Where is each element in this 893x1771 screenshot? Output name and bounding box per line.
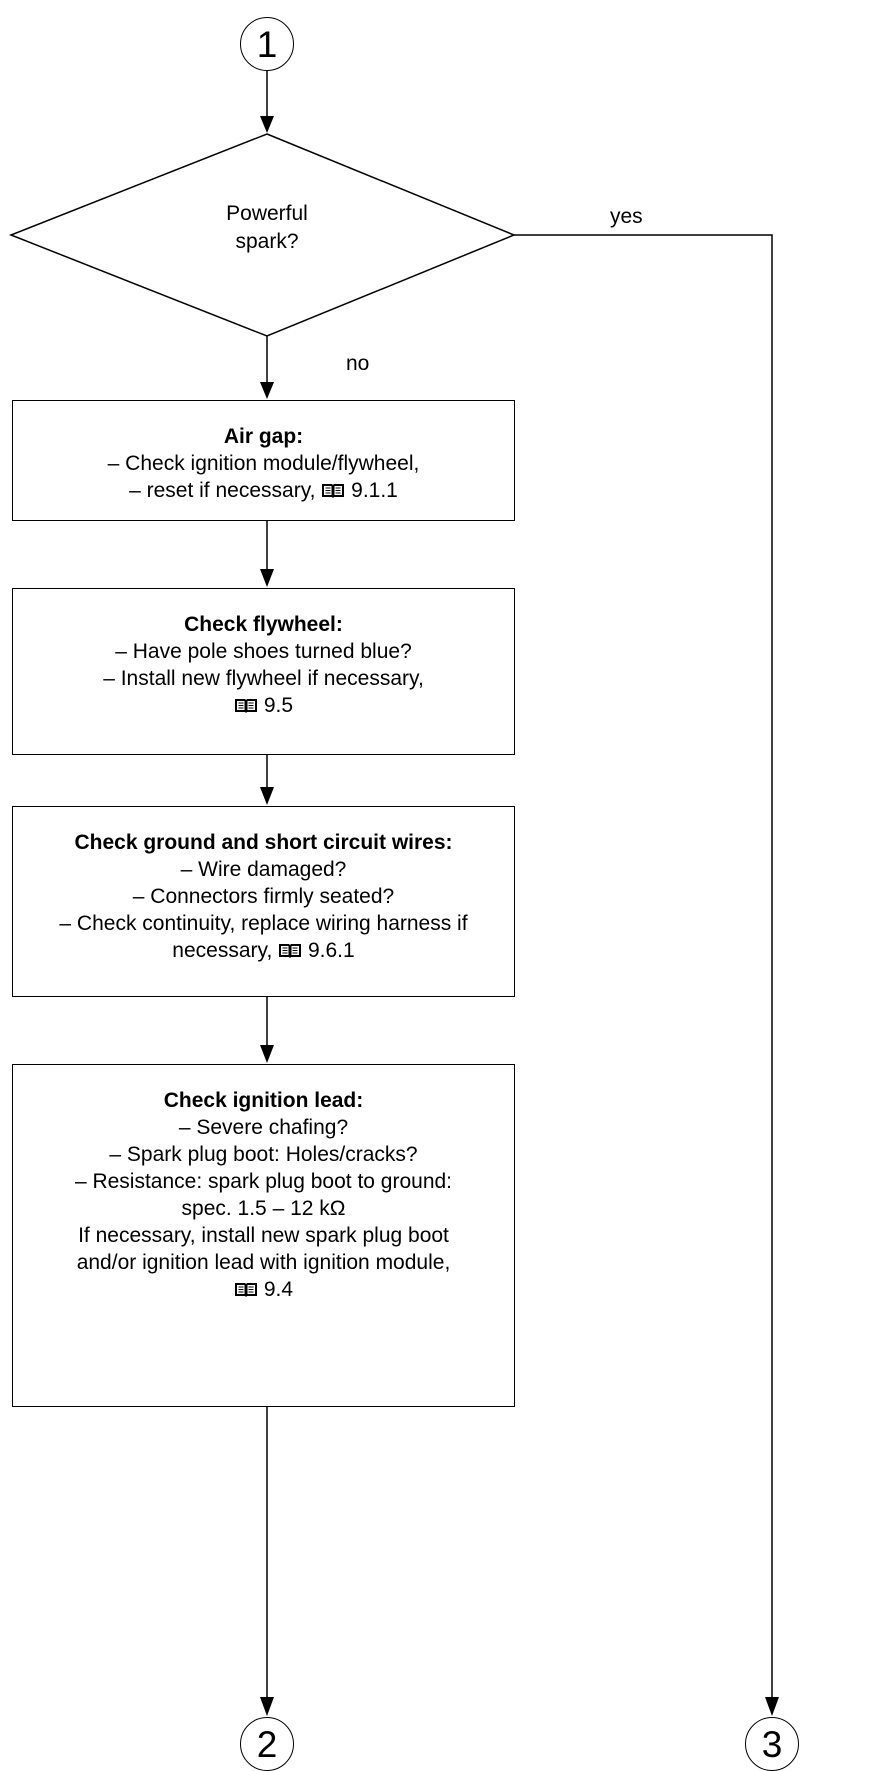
- step-line: 9.4: [13, 1276, 514, 1303]
- manual-book-icon: [279, 944, 302, 958]
- step-line: – Have pole shoes turned blue?: [115, 640, 412, 663]
- step-line: – Install new flywheel if necessary,: [103, 667, 424, 690]
- step-line: – Connectors firmly seated?: [132, 885, 395, 908]
- manual-reference: 9.1.1: [351, 479, 398, 502]
- manual-book-icon: [234, 699, 257, 713]
- arrow-head: [260, 1697, 274, 1716]
- step-line: 9.5: [13, 692, 514, 719]
- step-line: – Check ignition module/flywheel,: [107, 452, 420, 475]
- manual-reference: 9.4: [263, 1278, 294, 1301]
- step-line: – reset if necessary, 9.1.1: [129, 479, 398, 502]
- no-label: no: [346, 352, 370, 375]
- connector-circle-2: 2: [240, 1717, 294, 1771]
- manual-reference: 9.6.1: [307, 939, 355, 962]
- step-box-ignition-lead: Check ignition lead: – Severe chafing? –…: [12, 1064, 515, 1407]
- step-line: spec. 1.5 – 12 kΩ: [181, 1197, 346, 1220]
- step-box-air-gap: Air gap: – Check ignition module/flywhee…: [12, 400, 515, 521]
- arrow-head: [260, 787, 274, 805]
- step-line: and/or ignition lead with ignition modul…: [76, 1251, 451, 1274]
- manual-reference: 9.5: [263, 694, 294, 717]
- arrow-head: [260, 382, 274, 399]
- step-box-ground-wires: Check ground and short circuit wires: – …: [12, 806, 515, 997]
- step-line: If necessary, install new spark plug boo…: [78, 1224, 449, 1247]
- yes-label: yes: [610, 205, 643, 228]
- step-title: Air gap:: [223, 425, 304, 448]
- step-title: Check ignition lead:: [163, 1089, 364, 1112]
- step-line: – Resistance: spark plug boot to ground:: [74, 1170, 453, 1193]
- step-box-check-flywheel: Check flywheel: – Have pole shoes turned…: [12, 588, 515, 755]
- arrow-head: [765, 1697, 779, 1716]
- step-line: – Severe chafing?: [178, 1116, 349, 1139]
- step-line: – Wire damaged?: [180, 858, 347, 881]
- step-title: Check ground and short circuit wires:: [74, 831, 453, 854]
- yes-branch-line: [514, 234, 773, 1698]
- connector-circle-top: 1: [240, 17, 294, 71]
- arrow-head: [260, 1045, 274, 1063]
- manual-book-icon: [234, 1283, 257, 1297]
- step-line: – Spark plug boot: Holes/cracks?: [109, 1143, 418, 1166]
- arrow-head: [260, 116, 274, 133]
- connector-circle-3: 3: [745, 1717, 799, 1771]
- decision-text: Powerful spark?: [226, 202, 308, 253]
- manual-book-icon: [322, 484, 345, 498]
- step-line: – Check continuity, replace wiring harne…: [59, 912, 468, 935]
- step-line: necessary, 9.6.1: [172, 939, 355, 962]
- arrow-head: [260, 569, 274, 587]
- step-title: Check flywheel:: [184, 613, 343, 636]
